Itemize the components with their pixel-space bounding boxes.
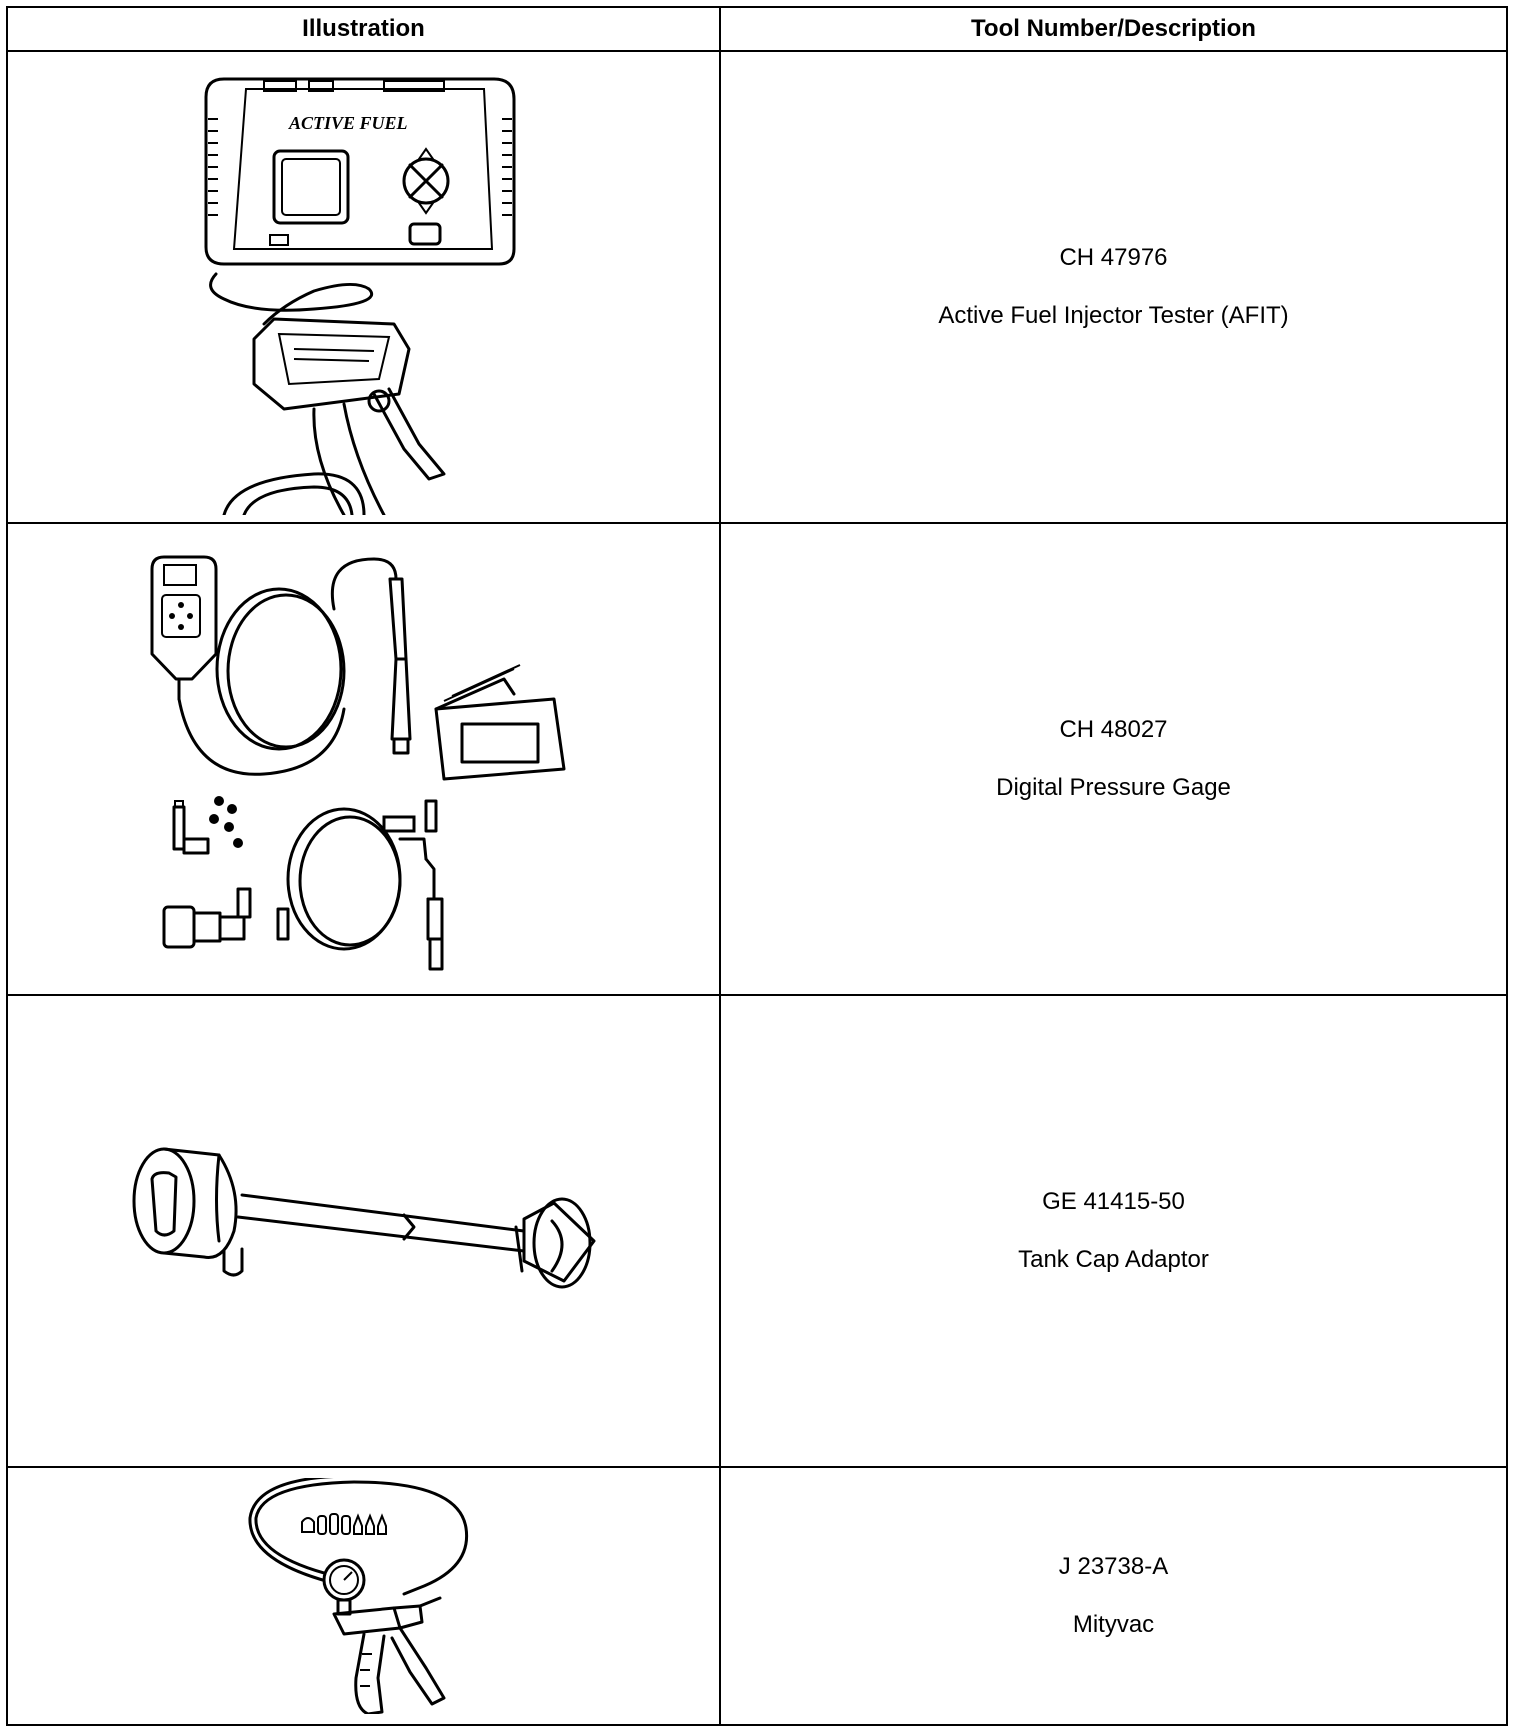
description-cell: J 23738-A Mityvac (719, 1466, 1508, 1726)
mityvac-illustration (247, 1478, 468, 1714)
tool-description: Active Fuel Injector Tester (AFIT) (938, 302, 1289, 329)
table-row: J 23738-A Mityvac (6, 1466, 1508, 1726)
tool-description: Mityvac (1072, 1611, 1155, 1638)
description-cell: CH 47976 Active Fuel Injector Tester (AF… (719, 50, 1508, 524)
tool-number: GE 41415-50 (1042, 1188, 1185, 1215)
tool-number: CH 47976 (1059, 244, 1168, 271)
header-row: Illustration Tool Number/Description (6, 6, 1508, 52)
illustration-cell (6, 1466, 721, 1726)
table-row: ACTIVE FUEL (6, 50, 1508, 524)
svg-text:ACTIVE FUEL: ACTIVE FUEL (288, 113, 408, 133)
digital-pressure-gage-illustration (150, 555, 565, 971)
illustration-cell (6, 522, 721, 996)
illustration-cell (6, 994, 721, 1468)
tool-number: CH 48027 (1059, 716, 1168, 743)
illustration-cell: ACTIVE FUEL (6, 50, 721, 524)
description-cell: CH 48027 Digital Pressure Gage (719, 522, 1508, 996)
tool-number: J 23738-A (1058, 1553, 1169, 1580)
tank-cap-adaptor-illustration (132, 1147, 595, 1289)
tool-table: Illustration Tool Number/Description (6, 6, 1508, 1726)
table-row: CH 48027 Digital Pressure Gage (6, 522, 1508, 996)
description-cell: GE 41415-50 Tank Cap Adaptor (719, 994, 1508, 1468)
header-illustration: Illustration (6, 6, 721, 52)
tool-description: Digital Pressure Gage (996, 774, 1231, 801)
tool-description: Tank Cap Adaptor (1018, 1246, 1209, 1273)
table-row: GE 41415-50 Tank Cap Adaptor (6, 994, 1508, 1468)
header-tool-description: Tool Number/Description (719, 6, 1508, 52)
fuel-injector-tester-illustration: ACTIVE FUEL (204, 77, 515, 515)
